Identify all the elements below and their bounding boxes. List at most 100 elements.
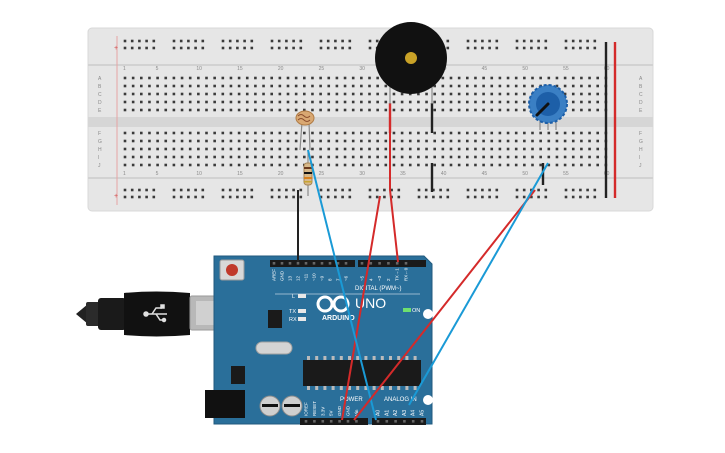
digital-pin-hole[interactable] xyxy=(312,262,316,265)
breadboard-hole[interactable] xyxy=(376,92,379,96)
breadboard-hole[interactable] xyxy=(303,131,306,135)
breadboard-hole[interactable] xyxy=(164,139,168,143)
rail-hole[interactable] xyxy=(383,195,386,199)
rail-hole[interactable] xyxy=(243,195,246,199)
breadboard-hole[interactable] xyxy=(368,163,371,167)
rail-hole[interactable] xyxy=(544,195,548,199)
breadboard-hole[interactable] xyxy=(319,163,322,167)
breadboard-hole[interactable] xyxy=(213,76,216,80)
breadboard-hole[interactable] xyxy=(384,84,388,88)
breadboard-hole[interactable] xyxy=(327,76,331,80)
rail-hole[interactable] xyxy=(285,39,288,43)
breadboard-hole[interactable] xyxy=(441,163,445,167)
breadboard-hole[interactable] xyxy=(188,147,192,151)
digital-pin-hole[interactable] xyxy=(288,262,292,265)
rail-hole[interactable] xyxy=(341,188,344,192)
breadboard-hole[interactable] xyxy=(327,100,331,104)
breadboard-hole[interactable] xyxy=(286,139,290,143)
breadboard-hole[interactable] xyxy=(506,84,510,88)
breadboard-hole[interactable] xyxy=(474,155,477,159)
breadboard-hole[interactable] xyxy=(140,163,143,167)
breadboard-hole[interactable] xyxy=(213,139,216,143)
breadboard-hole[interactable] xyxy=(262,163,265,167)
breadboard-hole[interactable] xyxy=(514,139,518,143)
rail-hole[interactable] xyxy=(530,46,533,50)
breadboard-hole[interactable] xyxy=(229,163,233,167)
breadboard-hole[interactable] xyxy=(237,84,241,88)
rail-hole[interactable] xyxy=(515,188,519,192)
breadboard-hole[interactable] xyxy=(172,139,176,143)
breadboard-hole[interactable] xyxy=(360,147,363,151)
rail-hole[interactable] xyxy=(564,39,568,43)
rail-hole[interactable] xyxy=(544,188,548,192)
breadboard-hole[interactable] xyxy=(180,100,184,104)
breadboard-hole[interactable] xyxy=(408,139,412,143)
breadboard-hole[interactable] xyxy=(425,163,428,167)
breadboard-hole[interactable] xyxy=(156,100,159,104)
breadboard-hole[interactable] xyxy=(588,108,591,112)
breadboard-hole[interactable] xyxy=(286,108,290,112)
rail-hole[interactable] xyxy=(417,188,421,192)
breadboard-hole[interactable] xyxy=(433,108,436,112)
breadboard-hole[interactable] xyxy=(278,100,282,104)
breadboard-hole[interactable] xyxy=(123,139,127,143)
breadboard-hole[interactable] xyxy=(319,76,322,80)
breadboard-hole[interactable] xyxy=(547,131,551,135)
breadboard-hole[interactable] xyxy=(335,155,339,159)
rail-hole[interactable] xyxy=(368,46,372,50)
breadboard-hole[interactable] xyxy=(360,139,363,143)
breadboard-hole[interactable] xyxy=(368,147,371,151)
rail-hole[interactable] xyxy=(292,39,295,43)
rail-hole[interactable] xyxy=(228,46,232,50)
breadboard-hole[interactable] xyxy=(392,131,396,135)
analog-pin-hole[interactable] xyxy=(403,420,406,423)
breadboard-hole[interactable] xyxy=(270,139,273,143)
rail-hole[interactable] xyxy=(277,46,281,50)
breadboard-hole[interactable] xyxy=(588,147,591,151)
breadboard-hole[interactable] xyxy=(523,76,526,80)
breadboard-hole[interactable] xyxy=(580,84,583,88)
breadboard-hole[interactable] xyxy=(131,100,135,104)
rail-hole[interactable] xyxy=(466,39,470,43)
rail-hole[interactable] xyxy=(446,46,450,50)
breadboard-hole[interactable] xyxy=(563,131,567,135)
breadboard-hole[interactable] xyxy=(596,139,599,143)
digital-pin-hole[interactable] xyxy=(404,262,408,265)
rail-hole[interactable] xyxy=(145,195,148,199)
breadboard-hole[interactable] xyxy=(376,108,379,112)
breadboard-hole[interactable] xyxy=(441,139,445,143)
breadboard-hole[interactable] xyxy=(205,155,208,159)
breadboard-hole[interactable] xyxy=(360,155,363,159)
wire-pot-red[interactable] xyxy=(353,189,536,421)
breadboard-hole[interactable] xyxy=(490,92,494,96)
breadboard-hole[interactable] xyxy=(555,147,559,151)
breadboard-hole[interactable] xyxy=(319,92,322,96)
breadboard-hole[interactable] xyxy=(580,163,583,167)
breadboard-hole[interactable] xyxy=(506,108,510,112)
breadboard-hole[interactable] xyxy=(547,147,551,151)
breadboard-hole[interactable] xyxy=(221,163,225,167)
breadboard-hole[interactable] xyxy=(408,92,412,96)
rail-hole[interactable] xyxy=(228,39,232,43)
breadboard-hole[interactable] xyxy=(286,76,290,80)
rail-hole[interactable] xyxy=(319,188,323,192)
breadboard-hole[interactable] xyxy=(213,163,216,167)
breadboard-hole[interactable] xyxy=(531,155,534,159)
breadboard-hole[interactable] xyxy=(571,155,575,159)
rail-hole[interactable] xyxy=(145,39,148,43)
breadboard-hole[interactable] xyxy=(278,108,282,112)
breadboard-hole[interactable] xyxy=(433,163,436,167)
breadboard-hole[interactable] xyxy=(466,131,469,135)
breadboard-hole[interactable] xyxy=(335,108,339,112)
breadboard-hole[interactable] xyxy=(172,155,176,159)
rail-hole[interactable] xyxy=(348,195,352,199)
rail-hole[interactable] xyxy=(446,195,450,199)
breadboard-hole[interactable] xyxy=(474,139,477,143)
digital-pin-hole[interactable] xyxy=(328,262,332,265)
breadboard-hole[interactable] xyxy=(523,92,526,96)
breadboard-hole[interactable] xyxy=(514,163,518,167)
breadboard-hole[interactable] xyxy=(164,155,168,159)
breadboard-hole[interactable] xyxy=(384,92,388,96)
breadboard-hole[interactable] xyxy=(392,155,396,159)
breadboard-hole[interactable] xyxy=(270,108,273,112)
